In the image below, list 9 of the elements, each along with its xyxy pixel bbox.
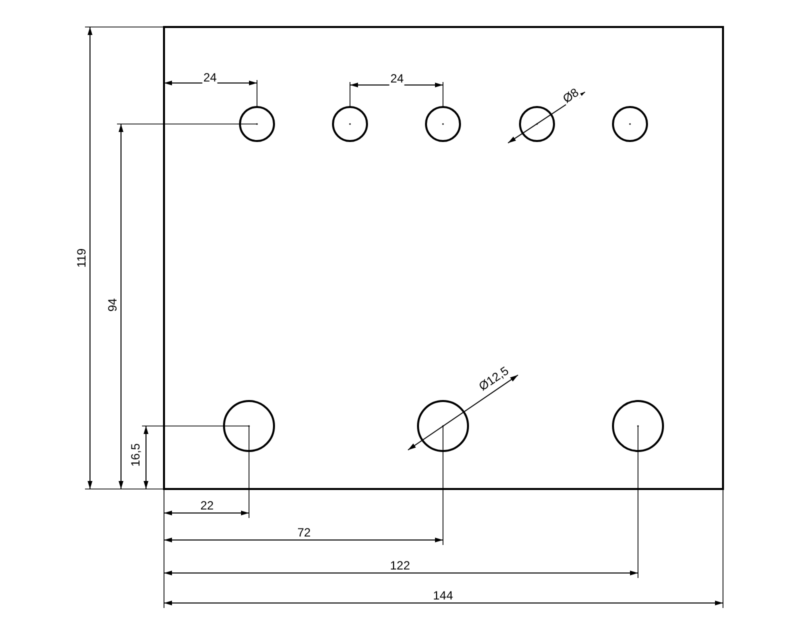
dimension-label: 24 (389, 72, 405, 86)
dimension-label: 22 (199, 500, 215, 512)
dimension-label: 122 (388, 560, 412, 572)
dimension-label: 94 (106, 297, 120, 313)
dimension-label: 24 (202, 72, 218, 84)
dimension-label: 119 (76, 247, 88, 269)
dimension-label: 16,5 (130, 442, 142, 468)
dimension-label: 72 (296, 526, 312, 540)
dimension-label: 144 (432, 590, 454, 602)
